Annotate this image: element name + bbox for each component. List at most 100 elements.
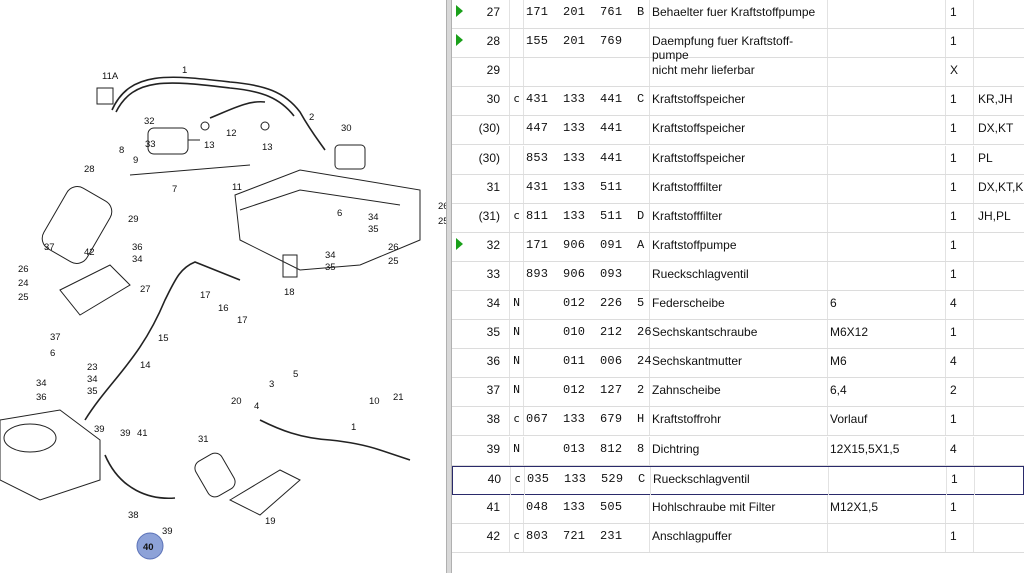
callout-12[interactable]: 12	[226, 128, 237, 139]
callout-25[interactable]: 25	[438, 216, 449, 227]
callout-11[interactable]: 11	[232, 182, 242, 193]
callout-13[interactable]: 13	[204, 140, 215, 151]
expand-arrow-icon[interactable]	[456, 5, 463, 17]
callout-26c[interactable]: 26	[18, 264, 29, 275]
callout-28[interactable]: 28	[84, 164, 95, 175]
callout-21[interactable]: 21	[393, 392, 404, 403]
callout-14[interactable]: 14	[140, 360, 151, 371]
callout-34c[interactable]: 34	[132, 254, 143, 265]
callout-23[interactable]: 23	[87, 362, 98, 373]
callout-35c[interactable]: 35	[87, 386, 98, 397]
position-cell: 34	[452, 291, 510, 319]
callout-42[interactable]: 42	[84, 247, 95, 258]
callout-26b[interactable]: 26	[388, 242, 399, 253]
callout-24[interactable]: 24	[18, 278, 29, 289]
callout-5[interactable]: 5	[293, 369, 298, 380]
callout-33[interactable]: 33	[145, 139, 156, 150]
quantity-cell: 1	[946, 407, 974, 435]
position-label: 37	[486, 383, 500, 397]
callout-19[interactable]: 19	[265, 516, 276, 527]
callout-20[interactable]: 20	[231, 396, 242, 407]
position-label: 27	[486, 5, 500, 19]
model-cell	[974, 378, 1024, 406]
callout-10[interactable]: 10	[369, 396, 380, 407]
callout-1b[interactable]: 1	[351, 422, 356, 433]
callout-18[interactable]: 18	[284, 287, 295, 298]
callout-40-highlight[interactable]	[136, 532, 164, 560]
description-cell: Behaelter fuer Kraftstoffpumpe	[650, 0, 828, 28]
model-cell: DX,KT	[978, 121, 1014, 135]
callout-9[interactable]: 9	[133, 155, 138, 166]
callout-17b[interactable]: 17	[237, 315, 248, 326]
flag-cell: N	[510, 378, 524, 406]
callout-34e[interactable]: 34	[36, 378, 47, 389]
exploded-parts-diagram[interactable]: 1 11A 12 13 13 2 32 33 30 28 8 9 7 11 29…	[0, 0, 449, 573]
position-label: 29	[486, 63, 500, 77]
description-cell: Sechskantmutter	[650, 349, 828, 377]
callout-36[interactable]: 36	[132, 242, 143, 253]
callout-16[interactable]: 16	[218, 303, 229, 314]
callout-27[interactable]: 27	[140, 284, 151, 295]
position-cell: 42	[452, 524, 510, 552]
callout-39[interactable]: 39	[94, 424, 105, 435]
callout-29[interactable]: 29	[128, 214, 139, 225]
callout-34b[interactable]: 34	[325, 250, 336, 261]
callout-39b[interactable]: 39	[120, 428, 131, 439]
position-label: 42	[486, 529, 500, 543]
expand-arrow-icon[interactable]	[456, 238, 463, 250]
callout-6b[interactable]: 6	[50, 348, 55, 359]
callout-8[interactable]: 8	[119, 145, 124, 156]
panel-splitter[interactable]	[446, 0, 452, 573]
callout-3[interactable]: 3	[269, 379, 274, 390]
callout-37b[interactable]: 37	[50, 332, 61, 343]
callout-17[interactable]: 17	[200, 290, 211, 301]
callout-35b[interactable]: 35	[325, 262, 336, 273]
callout-39c[interactable]: 39	[162, 526, 173, 537]
callout-40[interactable]: 40	[143, 542, 154, 553]
callout-34d[interactable]: 34	[87, 374, 98, 385]
callout-7[interactable]: 7	[172, 184, 177, 195]
callout-2[interactable]: 2	[309, 112, 314, 123]
callout-38[interactable]: 38	[128, 510, 139, 521]
position-label: (30)	[478, 151, 500, 165]
callout-41[interactable]: 41	[137, 428, 148, 439]
callout-4[interactable]: 4	[254, 401, 259, 412]
callout-31[interactable]: 31	[198, 434, 209, 445]
callout-35[interactable]: 35	[368, 224, 379, 235]
callout-32[interactable]: 32	[144, 116, 155, 127]
callout-6[interactable]: 6	[337, 208, 342, 219]
callout-13b[interactable]: 13	[262, 142, 273, 153]
callout-1[interactable]: 1	[182, 65, 187, 76]
callout-25c[interactable]: 25	[18, 292, 29, 303]
spec-cell	[828, 233, 946, 261]
callout-26[interactable]: 26	[438, 201, 449, 212]
callout-34[interactable]: 34	[368, 212, 379, 223]
callout-37[interactable]: 37	[44, 242, 55, 253]
expand-arrow-icon[interactable]	[456, 34, 463, 46]
callout-30[interactable]: 30	[341, 123, 352, 134]
callout-25b[interactable]: 25	[388, 256, 399, 267]
callout-15[interactable]: 15	[158, 333, 169, 344]
callout-36b[interactable]: 36	[36, 392, 47, 403]
callout-11A[interactable]: 11A	[102, 71, 119, 82]
